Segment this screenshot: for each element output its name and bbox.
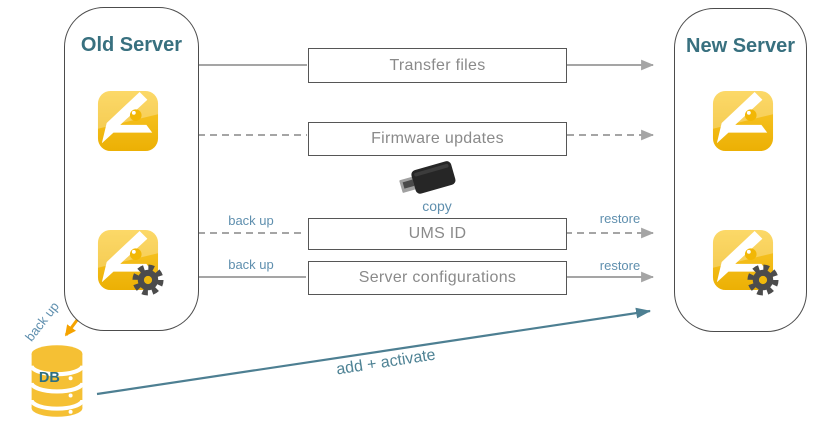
old-server-title: Old Server [80,34,183,56]
copy-label: copy [422,198,452,214]
backup-label-ums-id: back up [228,213,274,228]
igel-ums-gear-icon [97,229,159,291]
step-label: Firmware updates [371,130,504,147]
step-box-ums-id: UMS ID [308,218,567,250]
step-label: Server configurations [358,269,517,286]
igel-ums-icon [97,90,159,152]
gear-icon [745,262,781,298]
igel-ums-icon [712,90,774,152]
add-activate-label: add + activate [335,346,437,379]
new-server-title: New Server [686,35,795,57]
db-label: DB [39,370,60,386]
step-box-firmware-updates: Firmware updates [308,122,567,156]
step-box-transfer-files: Transfer files [308,48,567,83]
step-label: UMS ID [408,225,467,242]
backup-label-server-config: back up [228,257,274,272]
gear-icon [130,262,166,298]
restore-label-server-config: restore [599,258,641,273]
igel-ums-gear-icon [712,229,774,291]
usb-stick-icon [399,161,456,194]
step-label: Transfer files [389,56,486,74]
step-box-server-configurations: Server configurations [308,261,567,295]
restore-label-ums-id: restore [599,211,641,226]
database-cylinder-icon: DB [29,345,85,417]
new-server-box: New Server [674,8,807,332]
